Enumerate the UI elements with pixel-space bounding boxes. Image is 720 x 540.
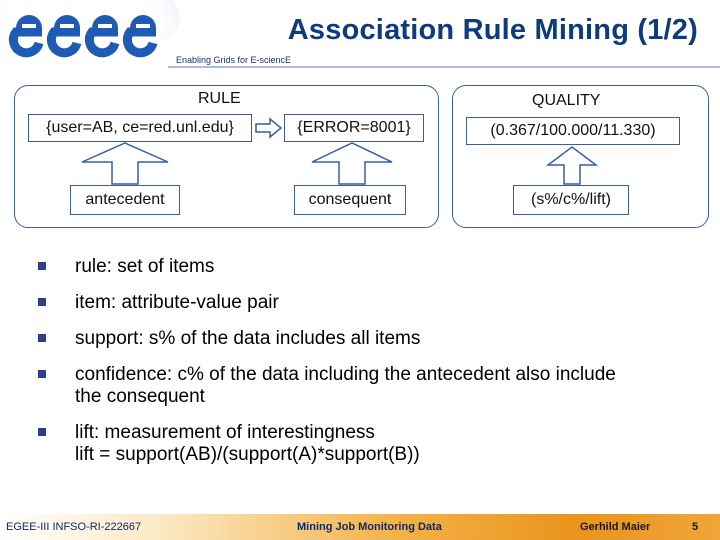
antecedent-value-box: {user=AB, ce=red.unl.edu}: [28, 114, 252, 142]
page-number: 5: [692, 521, 699, 533]
quality-legend-box: (s%/c%/lift): [513, 185, 629, 215]
bullet-rule: rule: set of items: [38, 256, 214, 278]
bullet-square-icon: [38, 298, 46, 306]
egee-logo: [8, 15, 158, 58]
tagline: Enabling Grids for E-sciencE: [176, 55, 292, 65]
bullet-square-icon: [38, 370, 46, 378]
footer-presentation-title: Mining Job Monitoring Data: [297, 521, 442, 533]
consequent-label-box: consequent: [294, 185, 406, 215]
quality-value-box: (0.367/100.000/11.330): [466, 117, 680, 145]
bullet-confidence: confidence: c% of the data including the…: [38, 364, 616, 408]
bullet-item: item: attribute-value pair: [38, 292, 279, 314]
rule-heading: RULE: [198, 90, 241, 107]
header-divider: [168, 66, 720, 68]
bullet-lift: lift: measurement of interestingness lif…: [38, 422, 420, 466]
bullet-square-icon: [38, 262, 46, 270]
antecedent-label-box: antecedent: [70, 185, 180, 215]
quality-heading: QUALITY: [532, 92, 601, 109]
slide-footer: EGEE-III INFSO-RI-222667 Mining Job Moni…: [0, 514, 720, 540]
slide-header: Association Rule Mining (1/2) Enabling G…: [0, 0, 720, 70]
consequent-value-box: {ERROR=8001}: [284, 114, 424, 142]
bullet-square-icon: [38, 334, 46, 342]
footer-project-id: EGEE-III INFSO-RI-222667: [6, 521, 142, 533]
bullet-support: support: s% of the data includes all ite…: [38, 328, 420, 350]
slide-title: Association Rule Mining (1/2): [287, 14, 698, 46]
bullet-square-icon: [38, 428, 46, 436]
footer-author: Gerhild Maier: [580, 521, 651, 533]
